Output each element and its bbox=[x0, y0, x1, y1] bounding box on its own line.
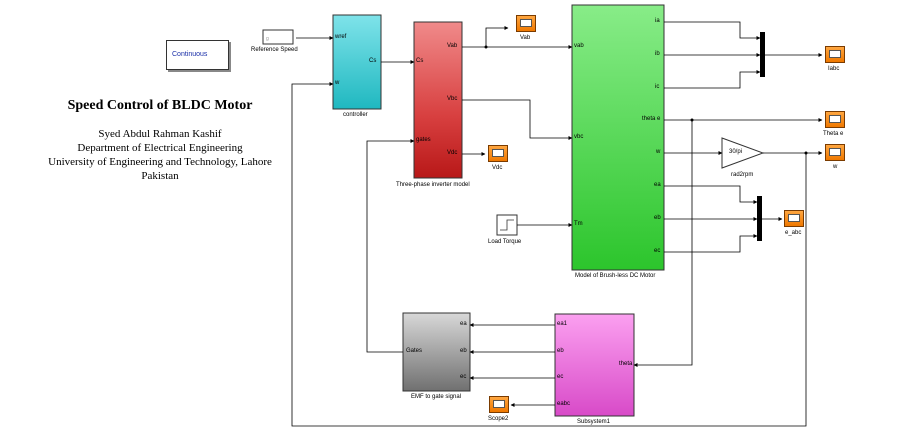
scope-eabc[interactable] bbox=[784, 210, 804, 227]
controller-port-w: w bbox=[335, 80, 340, 86]
emf-port-eb: eb bbox=[460, 348, 467, 354]
scope-vdc[interactable] bbox=[488, 145, 508, 162]
powergui-label: Continuous bbox=[172, 51, 208, 58]
scope-vab-label: Vab bbox=[520, 35, 531, 41]
department-text: Department of Electrical Engineering bbox=[77, 142, 243, 154]
emf-port-gates: Gates bbox=[406, 348, 423, 354]
motor-port-tm: Tm bbox=[574, 221, 583, 227]
inverter-port-gates: gates bbox=[416, 137, 431, 143]
subsystem-port-eb: eb bbox=[557, 348, 564, 354]
country-text: Pakistan bbox=[141, 170, 179, 182]
inverter-block[interactable] bbox=[413, 21, 463, 179]
motor-port-ic: ic bbox=[655, 84, 660, 90]
motor-port-theta: theta e bbox=[642, 116, 661, 122]
inverter-port-cs: Cs bbox=[416, 58, 424, 64]
scope-w[interactable] bbox=[825, 144, 845, 161]
mux-iabc[interactable] bbox=[760, 32, 765, 77]
emf-gate-block[interactable] bbox=[402, 312, 471, 392]
gain-value: 30/pi bbox=[729, 149, 743, 155]
emf-port-ec: ec bbox=[460, 374, 467, 380]
page-title: Speed Control of BLDC Motor bbox=[67, 98, 253, 113]
motor-port-ea: ea bbox=[654, 182, 661, 188]
subsystem-block[interactable] bbox=[554, 313, 635, 417]
subsystem-port-theta: theta bbox=[619, 361, 633, 367]
controller-label: controller bbox=[343, 112, 368, 118]
scope-theta-label: Theta e bbox=[823, 131, 844, 137]
emf-port-ea: ea bbox=[460, 321, 467, 327]
subsystem-port-ea1: ea1 bbox=[557, 321, 568, 327]
controller-block[interactable] bbox=[332, 14, 382, 110]
scope-w-label: w bbox=[833, 164, 838, 170]
motor-port-vbc: vbc bbox=[574, 134, 584, 140]
scope-vdc-label: Vdc bbox=[492, 165, 503, 171]
scope-iabc[interactable] bbox=[825, 46, 845, 63]
reference-speed-block[interactable] bbox=[262, 29, 294, 45]
motor-port-ec: ec bbox=[654, 248, 661, 254]
motor-port-eb: eb bbox=[654, 215, 661, 221]
author-text: Syed Abdul Rahman Kashif bbox=[98, 128, 222, 140]
scope-theta[interactable] bbox=[825, 111, 845, 128]
inverter-port-vab: Vab bbox=[447, 43, 458, 49]
motor-label: Model of Brush-less DC Motor bbox=[575, 273, 656, 279]
scope-vab[interactable] bbox=[516, 15, 536, 32]
subsystem-port-eabc: eabc bbox=[557, 401, 571, 407]
load-torque-label: Load Torque bbox=[488, 239, 522, 245]
emf-gate-label: EMF to gate signal bbox=[411, 394, 462, 400]
svg-text:g: g bbox=[266, 36, 269, 42]
subsystem-label: Subsystem1 bbox=[577, 419, 611, 425]
inverter-port-vdc: Vdc bbox=[447, 150, 458, 156]
motor-port-vab: vab bbox=[574, 43, 584, 49]
motor-port-ib: ib bbox=[655, 51, 660, 57]
controller-port-cs: Cs bbox=[369, 58, 377, 64]
scope-iabc-label: Iabc bbox=[828, 66, 840, 72]
mux-eabc[interactable] bbox=[757, 196, 762, 241]
motor-port-ia: ia bbox=[655, 18, 660, 24]
gain-label: rad2rpm bbox=[731, 172, 754, 178]
scope-scope2[interactable] bbox=[489, 396, 509, 413]
motor-port-w: w bbox=[656, 149, 661, 155]
scope-eabc-label: e_abc bbox=[785, 230, 802, 236]
subsystem-port-ec: ec bbox=[557, 374, 564, 380]
motor-block[interactable] bbox=[571, 4, 665, 271]
inverter-port-vbc: Vbc bbox=[447, 96, 458, 102]
university-text: University of Engineering and Technology… bbox=[48, 156, 272, 168]
inverter-label: Three-phase inverter model bbox=[396, 182, 470, 188]
controller-port-wref: wref bbox=[335, 34, 347, 40]
scope-scope2-label: Scope2 bbox=[488, 416, 509, 422]
powergui-block[interactable] bbox=[166, 40, 229, 70]
reference-speed-label: Reference Speed bbox=[251, 47, 298, 53]
